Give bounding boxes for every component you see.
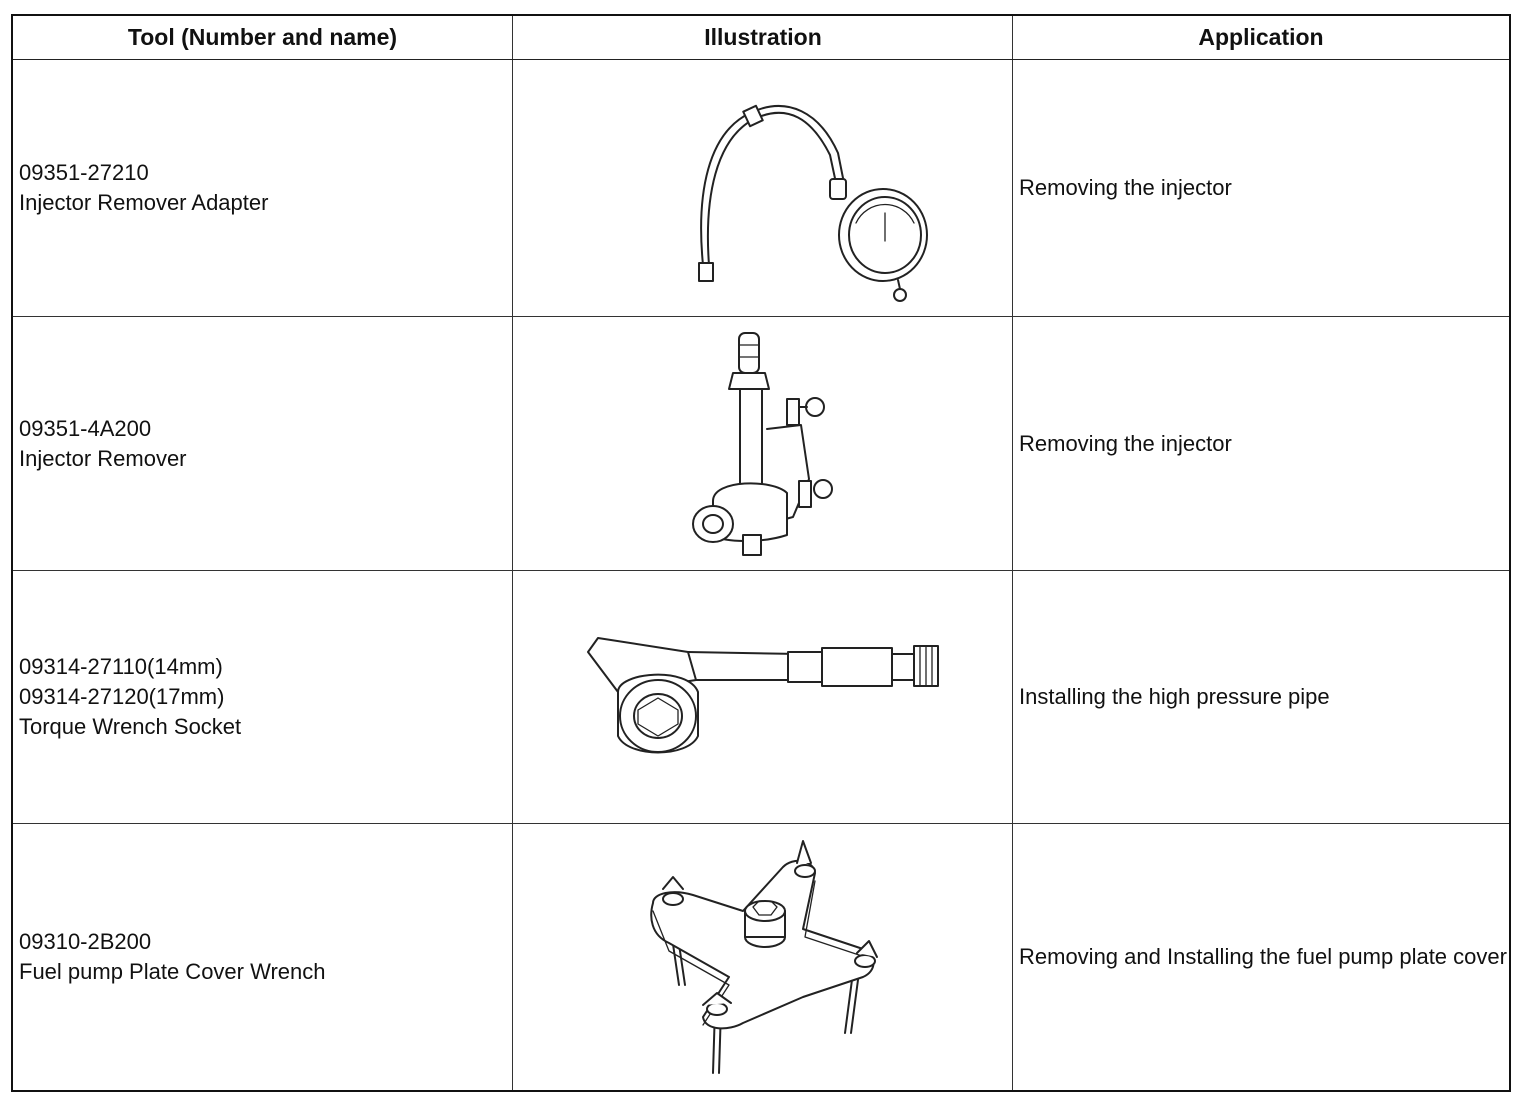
- table-row-4-tool: 09310-2B200 Fuel pump Plate Cover Wrench: [19, 824, 509, 1090]
- tool-name: Injector Remover Adapter: [19, 190, 269, 215]
- table-row-1-illustration: [513, 60, 1012, 316]
- header-illustration: Illustration: [704, 24, 822, 50]
- tool-number: 09351-27210: [19, 160, 149, 185]
- application-text: Removing the injector: [1019, 175, 1232, 200]
- table-row-4-application: Removing and Installing the fuel pump pl…: [1019, 824, 1507, 1090]
- application-text: Removing the injector: [1019, 430, 1232, 456]
- tool-name: Injector Remover: [19, 445, 187, 471]
- table-row-2-tool: 09351-4A200 Injector Remover: [19, 317, 509, 570]
- application-text: Installing the high pressure pipe: [1019, 684, 1330, 709]
- table-row-4-illustration: [513, 824, 1012, 1090]
- table-row-3-application: Installing the high pressure pipe: [1019, 571, 1507, 823]
- tool-number: 09310-2B200: [19, 929, 152, 954]
- column-divider: [1012, 16, 1013, 1090]
- row-divider: [13, 823, 1509, 824]
- row-divider: [13, 570, 1509, 571]
- table-row-2-application: Removing the injector: [1019, 317, 1507, 570]
- tool-name: Fuel pump Plate Cover Wrench: [19, 959, 326, 984]
- table-row-3-illustration: [513, 571, 1012, 823]
- application-text: Removing and Installing the fuel pump pl…: [1019, 944, 1507, 969]
- column-divider: [512, 16, 513, 1090]
- table-row-3-tool: 09314-27110(14mm) 09314-27120(17mm) Torq…: [19, 571, 509, 823]
- special-tools-table: Tool (Number and name) Illustration Appl…: [11, 14, 1511, 1092]
- torque-wrench-socket-icon: [586, 637, 939, 754]
- row-divider: [13, 316, 1509, 317]
- plate-cover-wrench-icon: [649, 840, 878, 1074]
- tool-name: Torque Wrench Socket: [19, 714, 242, 739]
- injector-remover-icon: [691, 331, 833, 556]
- row-divider: [13, 59, 1509, 60]
- header-tool: Tool (Number and name): [127, 24, 398, 50]
- table-row-1-tool: 09351-27210 Injector Remover Adapter: [19, 60, 509, 316]
- tool-number: 09314-27110(14mm): [19, 654, 223, 679]
- tool-number: 09351-4A200: [19, 415, 152, 441]
- gauge-hose-icon: [697, 104, 928, 302]
- table-row-2-illustration: [513, 317, 1012, 570]
- tool-number: 09314-27120(17mm): [19, 684, 225, 709]
- table-row-1-application: Removing the injector: [1019, 60, 1507, 316]
- header-application: Application: [1198, 24, 1324, 50]
